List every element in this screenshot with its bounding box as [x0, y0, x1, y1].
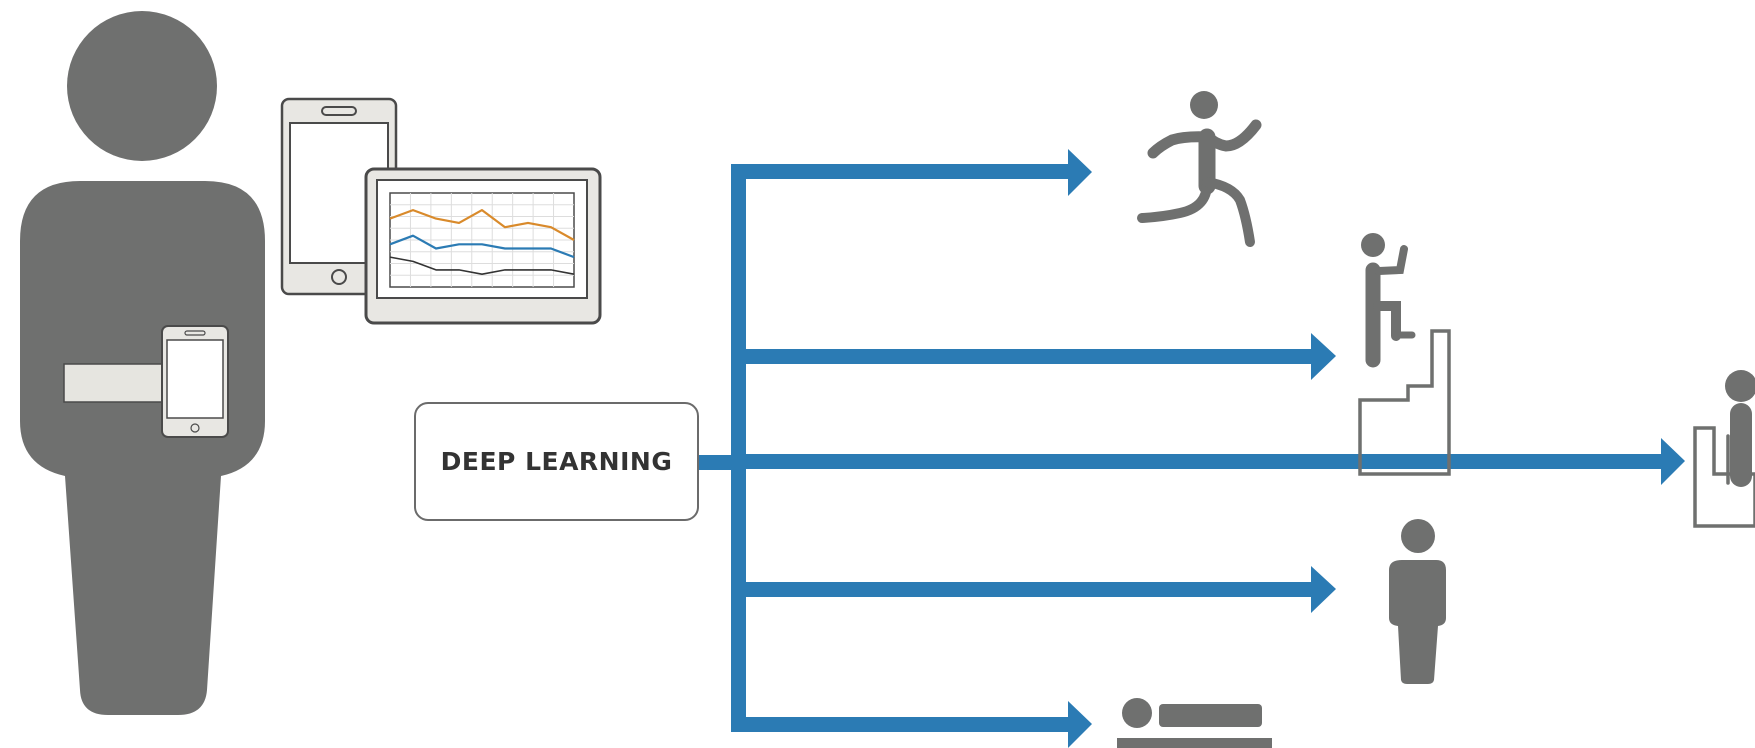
arrow-to-lying — [731, 701, 1092, 748]
arrow-to-standing — [746, 566, 1336, 613]
climbing-stairs-icon — [1358, 233, 1451, 476]
running-icon — [1137, 91, 1262, 247]
arrow-to-running — [731, 149, 1092, 196]
armband-phone-icon — [63, 325, 229, 438]
armband-phone-speaker — [184, 330, 206, 336]
tablet-icon — [364, 167, 602, 325]
armband-phone-screen — [166, 339, 224, 419]
tablet-chart — [389, 192, 575, 288]
person-icon — [20, 11, 265, 715]
tablet-chart-series-line-3 — [389, 256, 575, 276]
deep-learning-box: DEEP LEARNING — [414, 402, 699, 521]
armband-strap — [63, 363, 167, 403]
tablet-chart-series-line-2 — [389, 234, 575, 259]
arrow-to-descending-stairs — [746, 438, 1685, 485]
arrows — [699, 149, 1685, 748]
standing-icon — [1389, 519, 1446, 684]
arrow-trunk — [731, 164, 746, 732]
arrow-to-climbing-stairs — [746, 333, 1336, 380]
lying-down-icon — [1117, 698, 1272, 748]
person-head — [67, 11, 217, 161]
deep-learning-label: DEEP LEARNING — [440, 447, 673, 476]
person-body — [20, 181, 265, 715]
arrow-connector — [699, 455, 731, 470]
armband-phone-home-button — [190, 423, 200, 433]
tablet-chart-series-line-1 — [389, 209, 575, 241]
descending-stairs-icon — [1693, 370, 1755, 528]
